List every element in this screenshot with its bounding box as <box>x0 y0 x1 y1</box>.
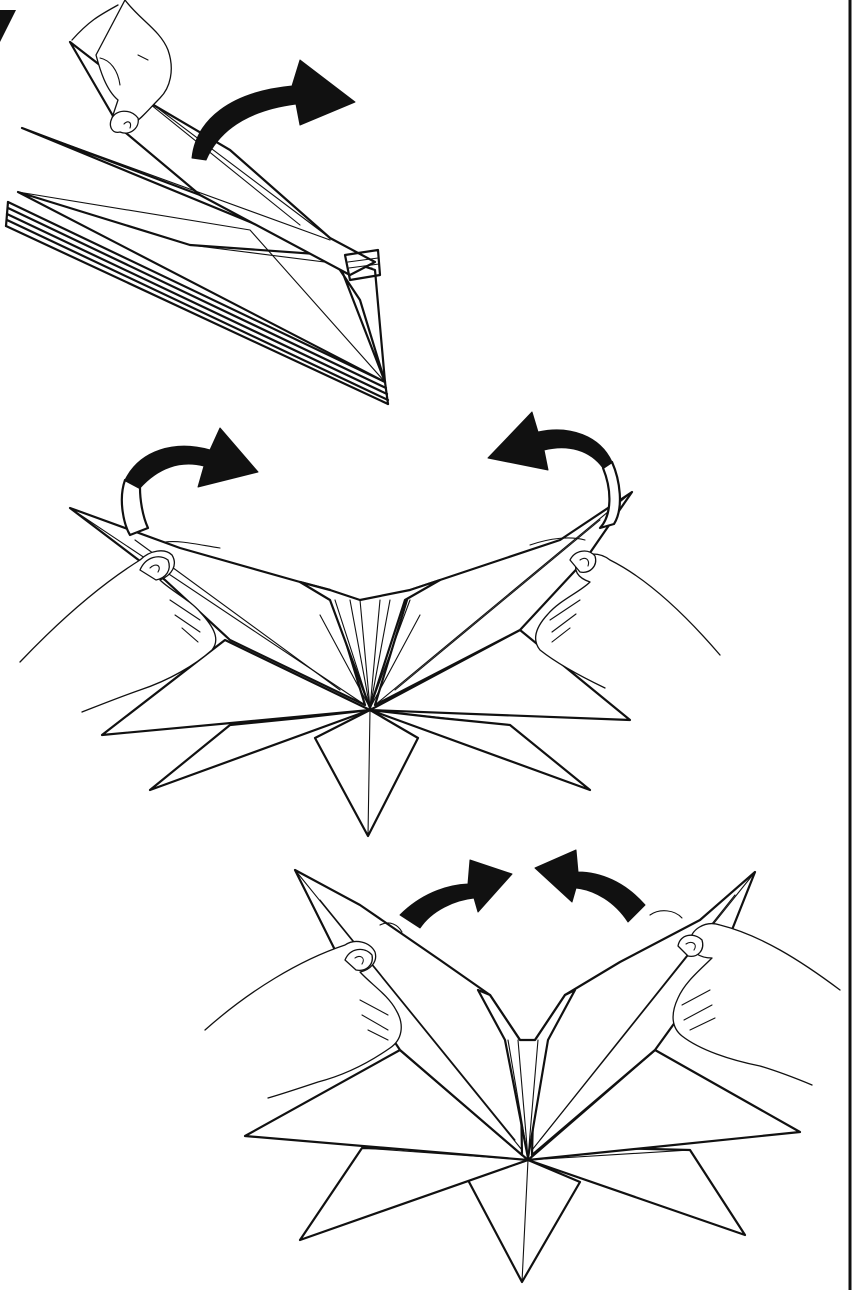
curved-arrow-left-side <box>125 428 258 488</box>
step-fold-stack <box>6 0 388 404</box>
arrow-right-to-center <box>535 850 645 922</box>
star-point-bottom <box>468 1160 580 1282</box>
step-join-points <box>205 850 840 1282</box>
curved-arrow-right-side <box>488 412 612 470</box>
lower-flap <box>18 192 385 382</box>
step-marker-fragment <box>0 10 16 42</box>
arrow-left-to-center <box>400 860 512 928</box>
step-open-star <box>20 412 720 836</box>
star-point-bottom <box>315 710 418 836</box>
left-flap-tip-fold <box>122 480 148 535</box>
